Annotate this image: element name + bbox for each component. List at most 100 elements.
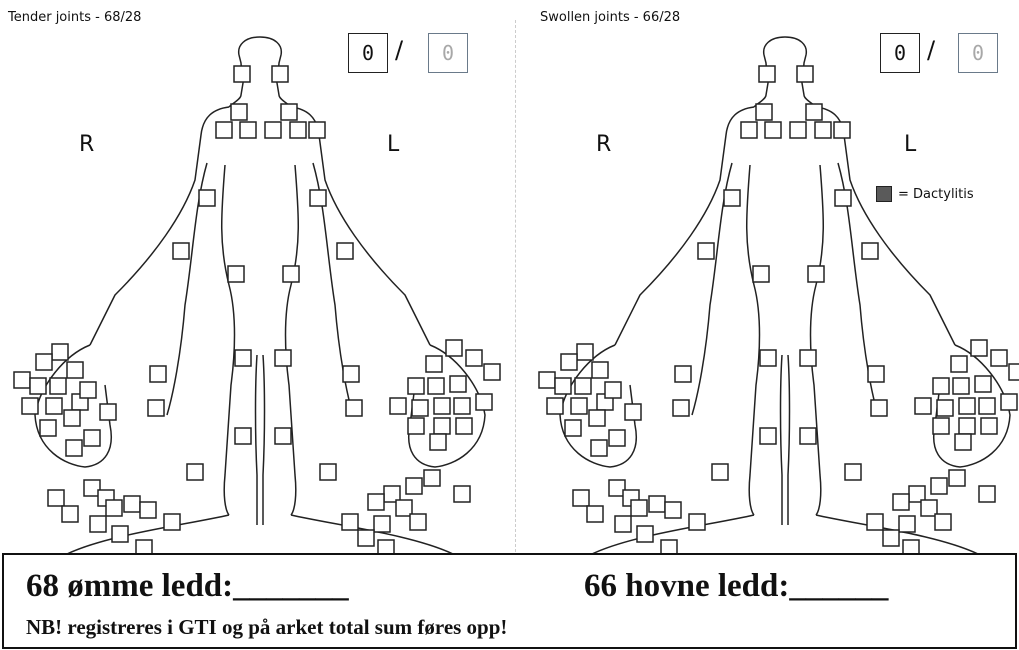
swollen-joint-checkbox[interactable] bbox=[561, 354, 577, 370]
swollen-joint-checkbox[interactable] bbox=[589, 410, 605, 426]
swollen-joint-checkbox[interactable] bbox=[868, 366, 884, 382]
tender-joint-checkbox[interactable] bbox=[80, 382, 96, 398]
tender-joint-checkbox[interactable] bbox=[216, 122, 232, 138]
swollen-joint-checkbox[interactable] bbox=[573, 490, 589, 506]
tender-joint-checkbox[interactable] bbox=[112, 526, 128, 542]
tender-joint-checkbox[interactable] bbox=[50, 378, 66, 394]
swollen-joint-checkbox[interactable] bbox=[587, 506, 603, 522]
tender-joint-checkbox[interactable] bbox=[428, 378, 444, 394]
swollen-joint-checkbox[interactable] bbox=[899, 516, 915, 532]
tender-joint-checkbox[interactable] bbox=[368, 494, 384, 510]
swollen-joint-checkbox[interactable] bbox=[800, 428, 816, 444]
swollen-joint-checkbox[interactable] bbox=[1009, 364, 1019, 380]
tender-joint-checkbox[interactable] bbox=[67, 362, 83, 378]
swollen-joint-checkbox[interactable] bbox=[845, 464, 861, 480]
swollen-joint-checkbox[interactable] bbox=[797, 66, 813, 82]
swollen-joint-checkbox[interactable] bbox=[959, 398, 975, 414]
tender-joint-checkbox[interactable] bbox=[106, 500, 122, 516]
tender-joint-checkbox[interactable] bbox=[90, 516, 106, 532]
tender-joint-checkbox[interactable] bbox=[346, 400, 362, 416]
swollen-joint-checkbox[interactable] bbox=[815, 122, 831, 138]
swollen-joint-checkbox[interactable] bbox=[933, 418, 949, 434]
tender-joint-checkbox[interactable] bbox=[430, 434, 446, 450]
tender-joint-checkbox[interactable] bbox=[426, 356, 442, 372]
swollen-joint-checkbox[interactable] bbox=[625, 404, 641, 420]
tender-joint-checkbox[interactable] bbox=[454, 398, 470, 414]
swollen-joint-checkbox[interactable] bbox=[935, 514, 951, 530]
tender-joint-checkbox[interactable] bbox=[390, 398, 406, 414]
tender-joint-checkbox[interactable] bbox=[337, 243, 353, 259]
swollen-joint-checkbox[interactable] bbox=[712, 464, 728, 480]
swollen-joint-checkbox[interactable] bbox=[631, 500, 647, 516]
tender-joint-checkbox[interactable] bbox=[66, 440, 82, 456]
tender-joint-checkbox[interactable] bbox=[124, 496, 140, 512]
swollen-joint-checkbox[interactable] bbox=[665, 502, 681, 518]
tender-joint-checkbox[interactable] bbox=[46, 398, 62, 414]
swollen-joint-checkbox[interactable] bbox=[673, 400, 689, 416]
swollen-joint-checkbox[interactable] bbox=[834, 122, 850, 138]
tender-joint-checkbox[interactable] bbox=[466, 350, 482, 366]
tender-joint-checkbox[interactable] bbox=[173, 243, 189, 259]
swollen-joint-checkbox[interactable] bbox=[575, 378, 591, 394]
tender-joint-checkbox[interactable] bbox=[48, 490, 64, 506]
tender-joint-checkbox[interactable] bbox=[240, 122, 256, 138]
swollen-joint-checkbox[interactable] bbox=[555, 378, 571, 394]
tender-joint-checkbox[interactable] bbox=[450, 376, 466, 392]
tender-joint-checkbox[interactable] bbox=[187, 464, 203, 480]
swollen-joint-checkbox[interactable] bbox=[571, 398, 587, 414]
swollen-joint-checkbox[interactable] bbox=[577, 344, 593, 360]
swollen-joint-checkbox[interactable] bbox=[753, 266, 769, 282]
tender-joint-checkbox[interactable] bbox=[52, 344, 68, 360]
swollen-joint-checkbox[interactable] bbox=[689, 514, 705, 530]
swollen-joint-checkbox[interactable] bbox=[759, 66, 775, 82]
swollen-joint-checkbox[interactable] bbox=[867, 514, 883, 530]
tender-joint-checkbox[interactable] bbox=[62, 506, 78, 522]
swollen-joint-checkbox[interactable] bbox=[539, 372, 555, 388]
tender-joint-checkbox[interactable] bbox=[140, 502, 156, 518]
tender-joint-checkbox[interactable] bbox=[164, 514, 180, 530]
swollen-joint-checkbox[interactable] bbox=[649, 496, 665, 512]
swollen-joint-checkbox[interactable] bbox=[953, 378, 969, 394]
tender-joint-checkbox[interactable] bbox=[235, 350, 251, 366]
tender-joint-checkbox[interactable] bbox=[310, 190, 326, 206]
tender-joint-checkbox[interactable] bbox=[454, 486, 470, 502]
swollen-joint-checkbox[interactable] bbox=[979, 486, 995, 502]
swollen-joint-checkbox[interactable] bbox=[605, 382, 621, 398]
swollen-joint-checkbox[interactable] bbox=[592, 362, 608, 378]
swollen-joint-checkbox[interactable] bbox=[933, 378, 949, 394]
swollen-joint-checkbox[interactable] bbox=[698, 243, 714, 259]
tender-joint-checkbox[interactable] bbox=[408, 378, 424, 394]
tender-joint-checkbox[interactable] bbox=[378, 540, 394, 553]
swollen-joint-checkbox[interactable] bbox=[883, 530, 899, 546]
swollen-joint-checkbox[interactable] bbox=[979, 398, 995, 414]
swollen-joint-checkbox[interactable] bbox=[871, 400, 887, 416]
swollen-joint-checkbox[interactable] bbox=[808, 266, 824, 282]
swollen-joint-checkbox[interactable] bbox=[565, 420, 581, 436]
swollen-joint-checkbox[interactable] bbox=[591, 440, 607, 456]
swollen-joint-checkbox[interactable] bbox=[981, 418, 997, 434]
swollen-joint-checkbox[interactable] bbox=[790, 122, 806, 138]
swollen-joint-checkbox[interactable] bbox=[615, 516, 631, 532]
tender-joint-checkbox[interactable] bbox=[424, 470, 440, 486]
swollen-joint-checkbox[interactable] bbox=[637, 526, 653, 542]
tender-joint-checkbox[interactable] bbox=[281, 104, 297, 120]
tender-joint-checkbox[interactable] bbox=[410, 514, 426, 530]
tender-joint-checkbox[interactable] bbox=[84, 430, 100, 446]
tender-joint-checkbox[interactable] bbox=[228, 266, 244, 282]
tender-count-line[interactable]: 68 ømme ledd:_______ bbox=[26, 568, 349, 605]
swollen-joint-checkbox[interactable] bbox=[862, 243, 878, 259]
swollen-joint-checkbox[interactable] bbox=[661, 540, 677, 553]
tender-joint-checkbox[interactable] bbox=[22, 398, 38, 414]
tender-joint-checkbox[interactable] bbox=[148, 400, 164, 416]
swollen-joint-checkbox[interactable] bbox=[760, 350, 776, 366]
tender-joint-checkbox[interactable] bbox=[358, 530, 374, 546]
tender-joint-checkbox[interactable] bbox=[283, 266, 299, 282]
swollen-joint-checkbox[interactable] bbox=[741, 122, 757, 138]
swollen-joint-checkbox[interactable] bbox=[760, 428, 776, 444]
swollen-joint-checkbox[interactable] bbox=[547, 398, 563, 414]
tender-joint-checkbox[interactable] bbox=[484, 364, 500, 380]
swollen-joint-checkbox[interactable] bbox=[675, 366, 691, 382]
swollen-joint-checkbox[interactable] bbox=[1001, 394, 1017, 410]
tender-joint-checkbox[interactable] bbox=[235, 428, 251, 444]
swollen-joint-group[interactable] bbox=[539, 66, 1019, 553]
